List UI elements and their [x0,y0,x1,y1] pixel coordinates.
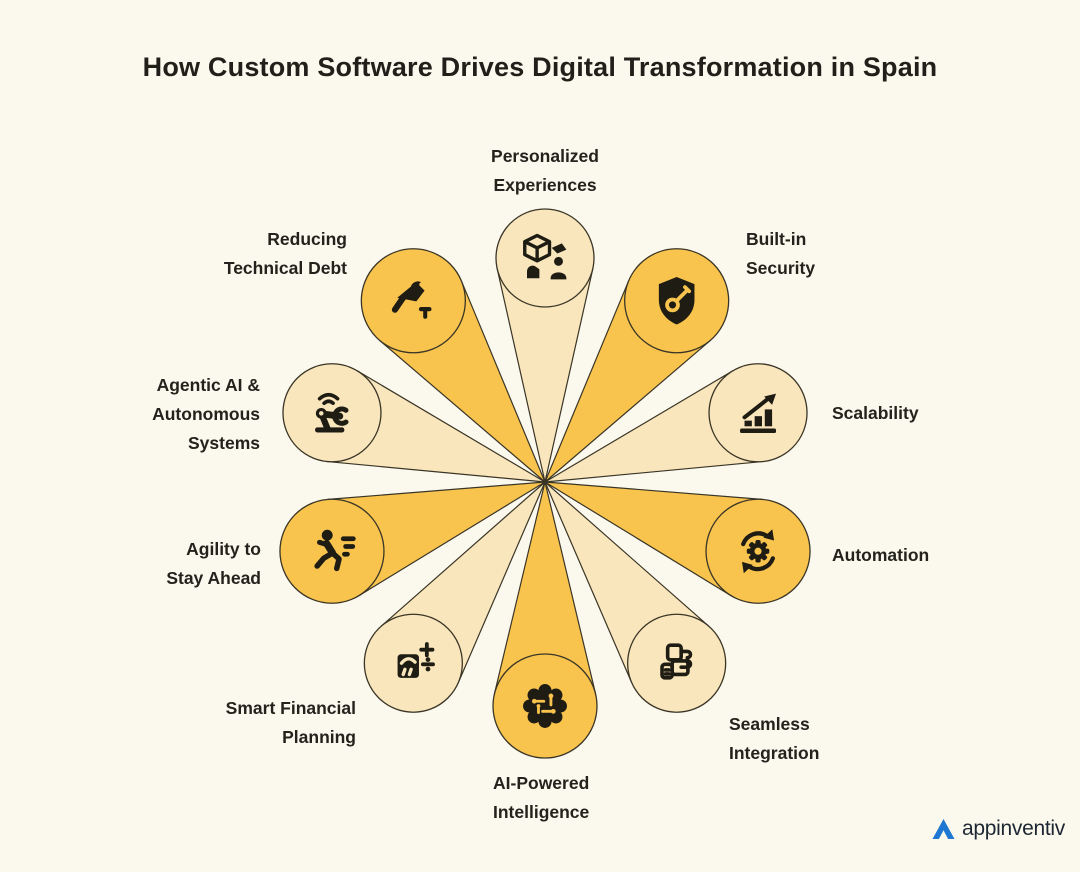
label-ai-powered-intelligence: AI-Powered Intelligence [493,773,590,822]
ai-brain-icon [521,682,569,730]
circle-seamless-integration [627,613,727,713]
label-agility-to-stay-ahead: Agility to Stay Ahead [166,539,261,588]
label-reducing-technical-debt: Reducing Technical Debt [223,229,347,278]
label-scalability: Scalability [832,403,919,423]
brand-logo: appinventiv [931,817,1065,841]
appinventiv-logo-icon [932,819,955,839]
label-personalized-experiences: Personalized Experiences [491,146,599,195]
label-smart-financial-planning: Smart Financial Planning [225,698,356,747]
label-built-in-security: Built-in Security [746,229,816,278]
page-title: How Custom Software Drives Digital Trans… [142,52,938,82]
brand-name: appinventiv [962,817,1065,840]
label-seamless-integration: Seamless Integration [729,714,820,763]
label-automation: Automation [832,545,930,565]
label-agentic-ai-autonomous-systems: Agentic AI & Autonomous Systems [152,375,260,453]
circle-scalability [708,363,808,463]
